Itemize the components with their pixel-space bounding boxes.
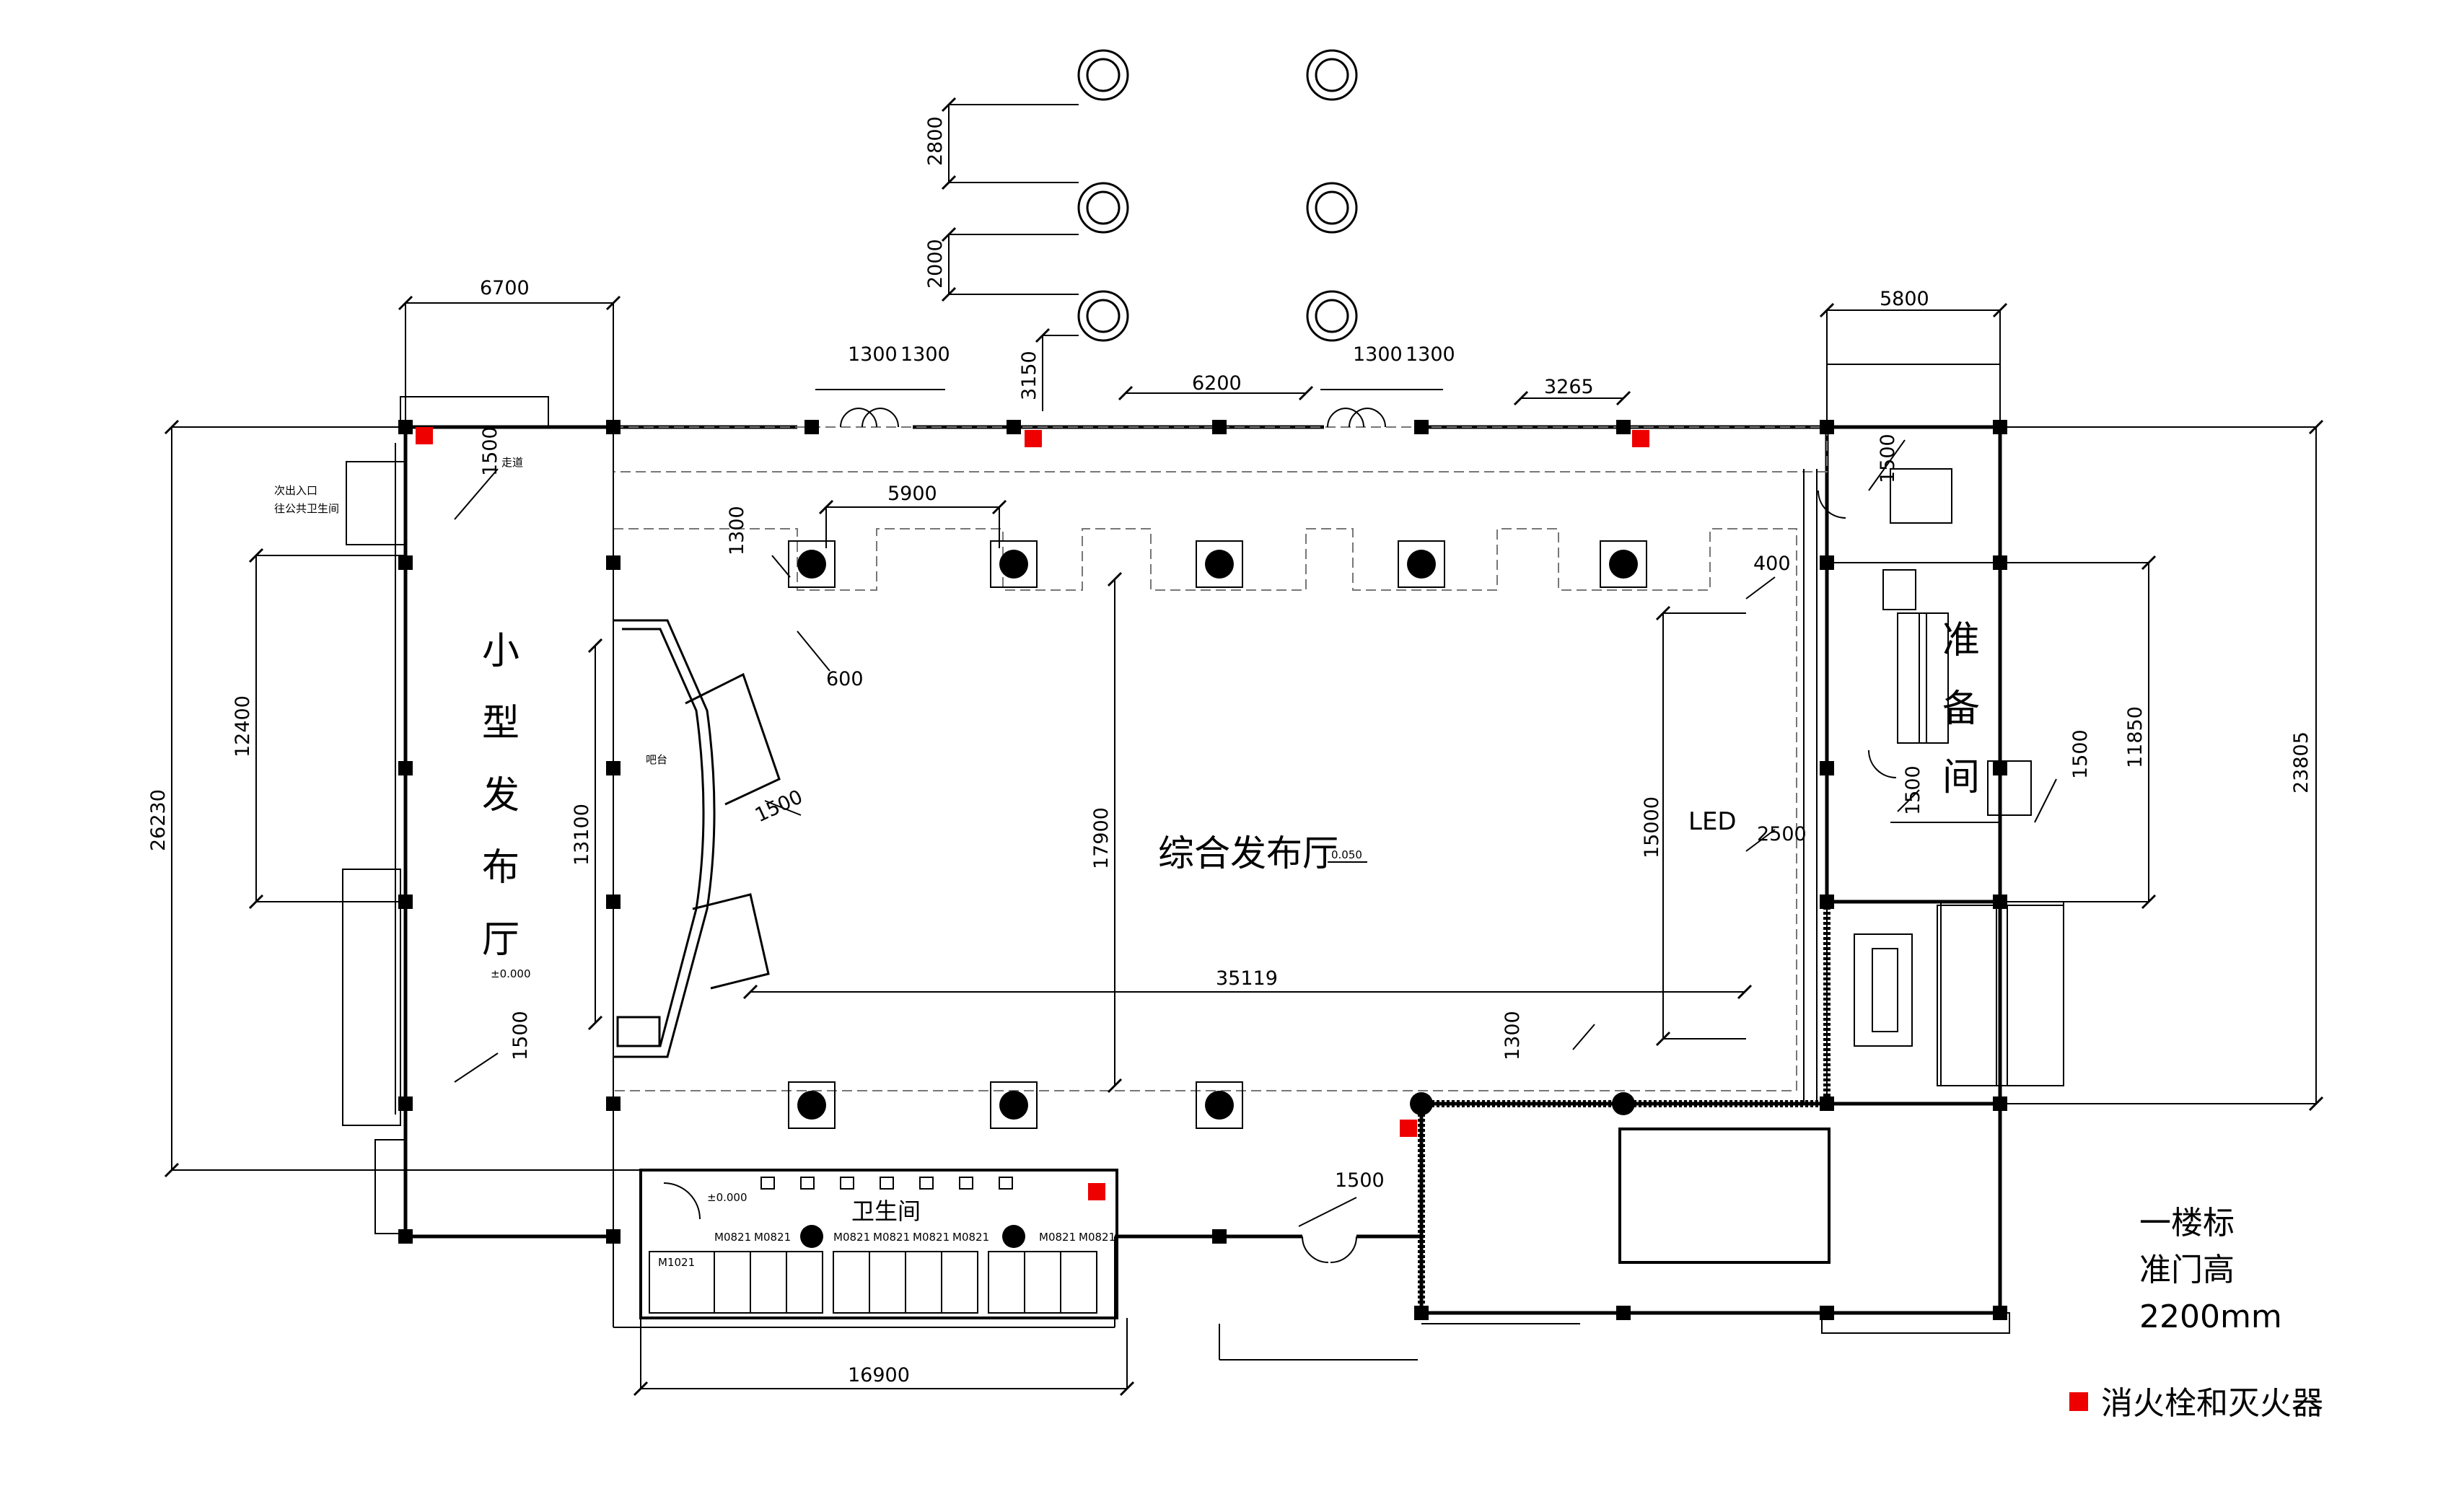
dim-1500: 1500 <box>1335 1169 1385 1192</box>
floor-note-line2: 准门高 <box>2139 1252 2235 1288</box>
dim-1300: 1300 <box>1501 1011 1524 1060</box>
dim-1500: 1500 <box>479 426 501 476</box>
door-label: M0821 <box>1079 1231 1115 1244</box>
dim-left-total-height: 26230 <box>147 789 170 851</box>
dim-led-height: 15000 <box>1641 796 1663 858</box>
entrance-note-2: 往公共卫生间 <box>274 502 339 515</box>
room-label-small-hall-3: 发 <box>482 774 519 817</box>
dim-600: 600 <box>826 668 864 690</box>
dim-hall-height: 17900 <box>1090 807 1113 869</box>
level-mark-main: 0.050 <box>1331 848 1362 861</box>
dim-door-c: 1300 <box>1353 343 1403 366</box>
dim-door-a: 1300 <box>848 343 898 366</box>
door-label: M0821 <box>754 1231 791 1244</box>
dim-v-3150: 3150 <box>1018 351 1040 400</box>
dim-2500: 2500 <box>1757 823 1807 845</box>
stage <box>613 619 781 1058</box>
door-label: M0821 <box>873 1231 910 1244</box>
door-label: M0821 <box>833 1231 870 1244</box>
door-label: M0821 <box>913 1231 950 1244</box>
room-label-small-hall-2: 型 <box>482 702 519 745</box>
dim-1500: 1500 <box>1902 765 1924 815</box>
dim-left-inner: 12400 <box>232 695 254 757</box>
corridor-label: 走道 <box>501 456 523 469</box>
dim-stage-height: 13100 <box>571 804 593 866</box>
level-mark-restroom: ±0.000 <box>707 1191 747 1204</box>
entrance-piles <box>1077 49 1358 342</box>
floor-note-line3: 2200mm <box>2139 1298 2282 1335</box>
room-label-small-hall-1: 小 <box>482 630 519 673</box>
room-label-small-hall-5: 厅 <box>482 918 519 962</box>
dim-1500: 1500 <box>752 786 806 827</box>
entrance-note-1: 次出入口 <box>274 484 317 497</box>
room-label-prep-1: 准 <box>1942 619 1980 662</box>
room-label-bar: 吧台 <box>646 753 667 766</box>
door-swings <box>663 408 1897 1263</box>
legend-swatch <box>2069 1392 2088 1411</box>
dim-hall-width: 35119 <box>1216 967 1278 990</box>
dim-400: 400 <box>1753 553 1791 575</box>
room-label-prep-2: 备 <box>1942 687 1980 731</box>
dim-1500: 1500 <box>1877 434 1899 483</box>
level-mark-small: ±0.000 <box>491 967 531 980</box>
dim-bottom-restroom: 16900 <box>848 1364 910 1386</box>
dim-v-2000: 2000 <box>924 239 947 289</box>
restroom-block <box>613 1169 1118 1328</box>
fire-hydrant-marker <box>1400 1120 1417 1137</box>
room-label-small-hall-4: 布 <box>482 846 519 889</box>
fire-hydrant-marker <box>1632 430 1649 447</box>
dim-door-d: 1300 <box>1406 343 1455 366</box>
dim-mid-width: 6200 <box>1192 372 1242 395</box>
interior-columns <box>788 540 1647 1248</box>
dim-right-inner: 11850 <box>2124 706 2147 768</box>
dim-door-b: 1300 <box>900 343 950 366</box>
room-label-main-hall: 综合发布厅 <box>1158 832 1338 874</box>
door-label: M0821 <box>952 1231 989 1244</box>
dim-top-right-width: 5800 <box>1880 288 1929 310</box>
door-label: M1021 <box>658 1256 695 1269</box>
dim-right-total-height: 23805 <box>2290 731 2312 794</box>
dim-1500: 1500 <box>509 1011 532 1060</box>
dim-1500: 1500 <box>2069 729 2092 779</box>
room-label-led: LED <box>1688 807 1737 836</box>
legend-label: 消火栓和灭火器 <box>2101 1385 2323 1422</box>
dim-top-left-width: 6700 <box>480 277 530 299</box>
dim-offset-3265: 3265 <box>1544 376 1594 398</box>
floor-note-line1: 一楼标 <box>2139 1205 2235 1241</box>
fire-hydrant-marker <box>1088 1183 1105 1200</box>
dim-1300: 1300 <box>726 506 748 555</box>
fire-hydrant-marker <box>416 427 433 444</box>
door-label: M0821 <box>1039 1231 1076 1244</box>
dimension-lines <box>171 104 2317 1389</box>
dim-column-spacing: 5900 <box>887 483 937 505</box>
fire-hydrant-markers <box>416 427 1649 1200</box>
dim-v-2800: 2800 <box>924 116 947 166</box>
fire-hydrant-marker <box>1025 430 1042 447</box>
room-label-prep-3: 间 <box>1942 756 1980 799</box>
room-label-restroom: 卫生间 <box>851 1197 921 1225</box>
door-label: M0821 <box>714 1231 751 1244</box>
